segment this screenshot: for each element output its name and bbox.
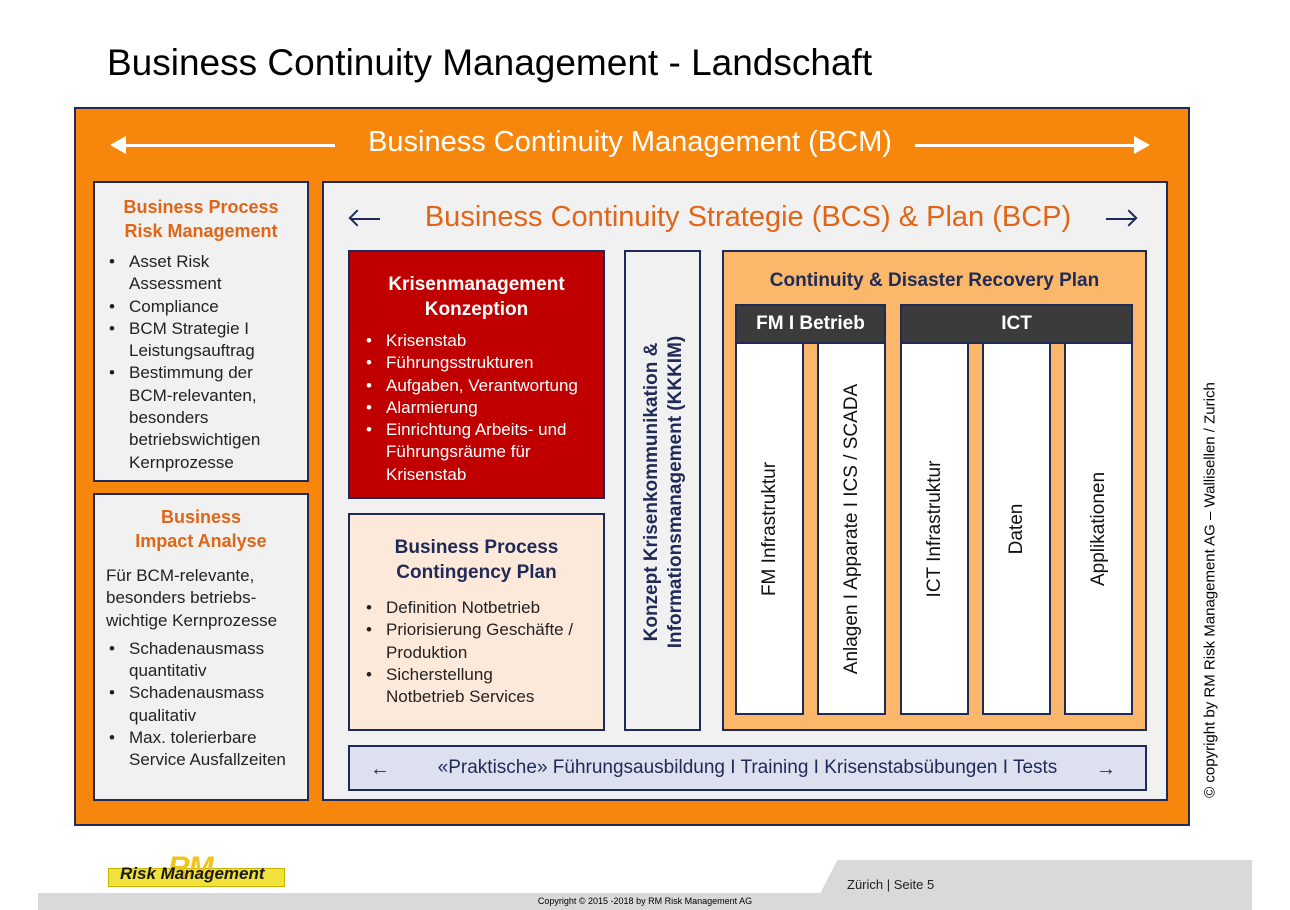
bia-title: Business Impact Analyse [135,507,267,551]
krisen-list: Krisenstab Führungsstrukturen Aufgaben, … [364,330,603,486]
list-item: Compliance [109,296,307,319]
bprm-panel: Business Process Risk Management Asset R… [93,181,309,482]
fm-betrieb-header: FM I Betrieb [735,304,886,344]
list-item: Führungsstrukturen [366,352,603,375]
column-label: Anlagen I Apparate I ICS / SCADA [840,383,862,674]
logo-rm: RM [168,851,214,884]
footer-tab [820,860,1252,894]
training-bar: ← «Praktische» Führungsausbildung I Trai… [348,745,1147,791]
arrow-right-line [915,144,1140,147]
side-copyright: © copyright by RM Risk Management AG – W… [1201,382,1219,798]
column-daten: Daten [982,342,1051,715]
bpcp-list: Definition Notbetrieb Priorisierung Gesc… [364,597,603,708]
arrow-left-icon: ← [370,758,390,780]
footer-bar [38,893,1252,910]
kkkim-panel: Konzept Krisenkommunikation & Informatio… [624,250,701,731]
training-label: «Praktische» Führungsausbildung I Traini… [437,757,1058,778]
arrow-right-icon [1134,136,1150,154]
bia-intro: Für BCM-relevante,besonders betriebs-wic… [106,566,278,630]
ict-header: ICT [900,304,1133,344]
arrow-left-icon [110,136,126,154]
list-item: Definition Notbetrieb [366,597,603,620]
arrow-left-line [120,144,335,147]
logo-text: Risk Management [120,864,265,883]
bpcp-panel: Business Process Contingency Plan Defini… [348,513,605,731]
bcs-arrow-left-line [350,218,380,220]
column-anlagen: Anlagen I Apparate I ICS / SCADA [817,342,886,715]
company-logo: RM Risk Management [108,851,285,887]
column-applikationen: Applikationen [1064,342,1133,715]
bcs-banner-label: Business Continuity Strategie (BCS) & Pl… [424,201,1072,233]
footer-copyright: Copyright © 2015 -2018 by RM Risk Manage… [537,896,753,906]
page-title: Business Continuity Management - Landsch… [107,42,873,83]
column-label: FM Infrastruktur [758,461,780,596]
list-item: Alarmierung [366,397,603,420]
page-info: Zürich | Seite 5 [847,877,935,892]
cdr-title: Continuity & Disaster Recovery Plan [769,270,1100,291]
list-item: Krisenstab [366,330,603,353]
list-item: Aufgaben, Verantwortung [366,375,603,398]
arrow-right-icon: → [1096,758,1116,780]
column-label: Applikationen [1087,471,1109,586]
bia-panel: Business Impact Analyse Für BCM-relevant… [93,493,309,801]
bpcp-title: Business Process Contingency Plan [394,537,559,583]
bcm-banner-label: Business Continuity Management (BCM) [368,126,892,158]
column-label: ICT Infrastruktur [923,460,945,597]
bprm-title: Business Process Risk Management [123,197,279,241]
column-label: Daten [1005,503,1027,554]
bcs-banner: Business Continuity Strategie (BCS) & Pl… [348,201,1148,241]
column-fm-infrastruktur: FM Infrastruktur [735,342,804,715]
list-item: Priorisierung Geschäfte /Produktion [366,619,603,664]
list-item: Bestimmung derBCM-relevanten,besondersbe… [109,362,307,473]
logo-bar [108,868,285,887]
bcm-banner: Business Continuity Management (BCM) [110,124,1150,166]
column-ict-infrastruktur: ICT Infrastruktur [900,342,969,715]
bcs-arrow-right-line [1106,218,1136,220]
krisenmanagement-panel: Krisenmanagement Konzeption Krisenstab F… [348,250,605,499]
krisen-title: Krisenmanagement Konzeption [388,274,565,320]
kkkim-label: Konzept Krisenkommunikation & Informatio… [641,335,686,649]
